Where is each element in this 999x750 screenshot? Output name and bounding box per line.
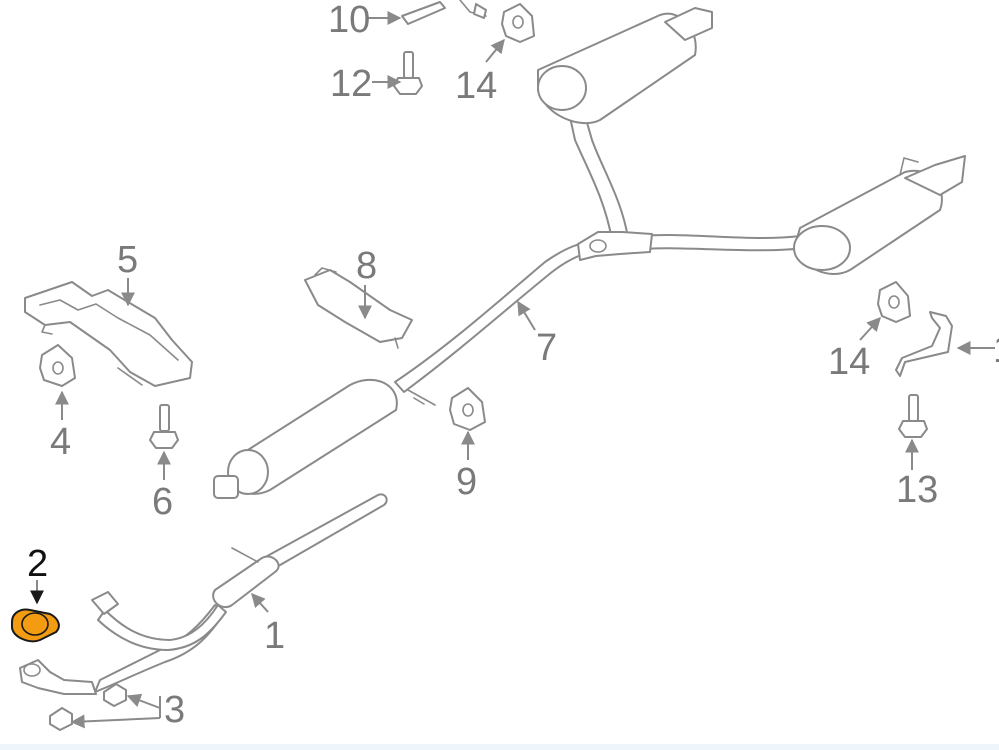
callout-13: 13 [896,469,938,511]
callout-14-top: 14 [455,65,497,107]
bolt-13[interactable] [898,394,928,438]
bracket-11[interactable] [895,311,953,377]
crossmember-bracket[interactable] [24,281,193,387]
bolt-6[interactable] [149,404,179,449]
front-pipe-assembly[interactable] [19,493,388,695]
nut-3-upper[interactable] [103,683,127,707]
nut-3-lower[interactable] [49,707,73,731]
rear-exhaust-assembly[interactable] [213,7,966,499]
callout-2: 2 [27,543,48,585]
callout-10: 10 [328,0,370,41]
callout-4: 4 [50,421,71,463]
bolt-12[interactable] [393,51,423,95]
callout-1: 1 [264,615,285,657]
gasket-2-highlighted[interactable] [11,608,60,643]
hanger-14-top[interactable] [501,3,535,43]
hanger-4[interactable] [39,344,76,387]
callout-6: 6 [152,481,173,523]
callout-3: 3 [164,689,185,731]
bracket-10[interactable] [401,0,487,25]
callout-7: 7 [536,327,557,369]
callout-9: 9 [456,461,477,503]
callout-11: 1 [993,329,999,371]
callout-8: 8 [356,245,377,287]
bottom-border [0,744,999,750]
hanger-9[interactable] [449,387,486,431]
hanger-14-right[interactable] [877,281,911,323]
callout-5: 5 [117,239,138,281]
callout-14-right: 14 [828,341,870,383]
callout-labels: 1 2 3 4 5 6 7 8 9 10 1 12 13 14 14 [27,0,999,731]
callout-12: 12 [330,63,372,105]
leader-lines [30,11,995,729]
